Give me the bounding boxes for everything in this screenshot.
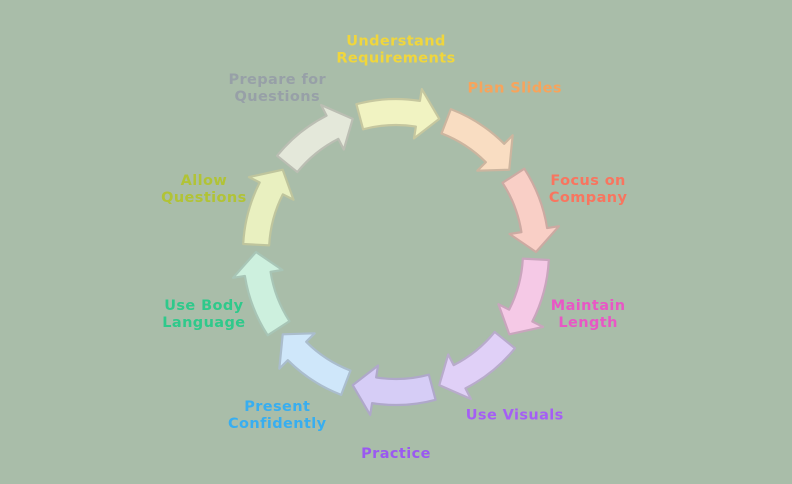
cycle-arrow <box>438 330 516 401</box>
cycle-arrow <box>355 87 441 140</box>
step-label: Plan Slides <box>468 81 562 97</box>
cycle-arrow <box>501 167 561 254</box>
cycle-arrow <box>351 364 437 417</box>
cycle-arrow <box>242 168 295 247</box>
step-label: Use Visuals <box>466 407 564 423</box>
step-label: Practice <box>361 446 431 462</box>
cycle-arrow <box>231 250 291 337</box>
cycle-arrow <box>278 332 352 396</box>
cycle-arrow <box>276 103 354 174</box>
cycle-arrow <box>440 108 514 172</box>
cycle-arrow <box>497 257 550 336</box>
